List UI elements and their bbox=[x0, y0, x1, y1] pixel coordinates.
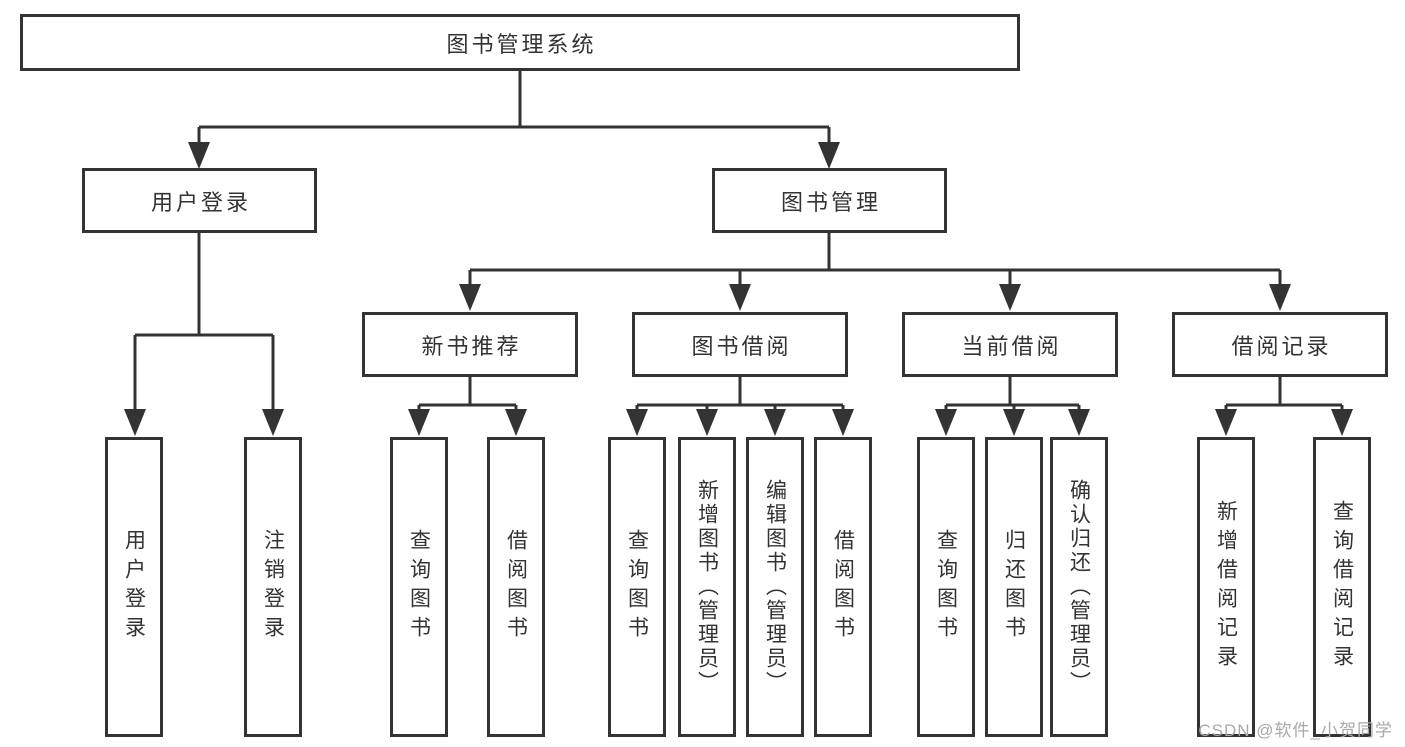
arrowheads bbox=[124, 142, 1353, 436]
node-user-login: 用户登录 bbox=[82, 168, 317, 233]
leaf-current-return-books: 归还图书 bbox=[985, 437, 1043, 737]
leaf-records-add-record: 新增借阅记录 bbox=[1197, 437, 1255, 737]
leaf-current-query-books-label: 查询图书 bbox=[934, 529, 958, 645]
node-book-borrowing: 图书借阅 bbox=[632, 312, 848, 377]
leaf-records-add-record-label: 新增借阅记录 bbox=[1214, 500, 1238, 674]
leaf-current-query-books: 查询图书 bbox=[917, 437, 975, 737]
node-current-borrowing: 当前借阅 bbox=[902, 312, 1118, 377]
leaf-records-query-record: 查询借阅记录 bbox=[1313, 437, 1371, 737]
leaf-current-confirm-return-admin-label: 确认归还（管理员） bbox=[1067, 479, 1091, 695]
leaf-newbook-borrow-books: 借阅图书 bbox=[487, 437, 545, 737]
node-library-system-label: 图书管理系统 bbox=[446, 31, 597, 57]
leaf-borrow-add-books-admin-label: 新增图书（管理员） bbox=[695, 479, 719, 695]
node-borrowing-records: 借阅记录 bbox=[1172, 312, 1388, 377]
node-user-login-label: 用户登录 bbox=[150, 189, 251, 215]
node-book-borrowing-label: 图书借阅 bbox=[691, 333, 792, 359]
leaf-borrow-query-books: 查询图书 bbox=[608, 437, 666, 737]
leaf-borrow-borrow-books: 借阅图书 bbox=[814, 437, 872, 737]
node-book-management-label: 图书管理 bbox=[780, 189, 881, 215]
leaf-borrow-edit-books-admin-label: 编辑图书（管理员） bbox=[763, 479, 787, 695]
leaf-current-return-books-label: 归还图书 bbox=[1002, 529, 1026, 645]
node-new-book-recommendation: 新书推荐 bbox=[362, 312, 578, 377]
node-new-book-recommendation-label: 新书推荐 bbox=[421, 333, 522, 359]
leaf-newbook-query-books: 查询图书 bbox=[390, 437, 448, 737]
leaf-logout-login: 注销登录 bbox=[244, 437, 302, 737]
node-library-system: 图书管理系统 bbox=[20, 14, 1020, 71]
leaf-borrow-edit-books-admin: 编辑图书（管理员） bbox=[746, 437, 804, 737]
leaf-user-login: 用户登录 bbox=[105, 437, 163, 737]
node-borrowing-records-label: 借阅记录 bbox=[1231, 333, 1332, 359]
leaf-borrow-query-books-label: 查询图书 bbox=[625, 529, 649, 645]
leaf-borrow-borrow-books-label: 借阅图书 bbox=[831, 529, 855, 645]
leaf-newbook-query-books-label: 查询图书 bbox=[407, 529, 431, 645]
node-book-management: 图书管理 bbox=[712, 168, 947, 233]
leaf-borrow-add-books-admin: 新增图书（管理员） bbox=[678, 437, 736, 737]
leaf-records-query-record-label: 查询借阅记录 bbox=[1330, 500, 1354, 674]
leaf-current-confirm-return-admin: 确认归还（管理员） bbox=[1050, 437, 1108, 737]
leaf-logout-login-label: 注销登录 bbox=[261, 529, 285, 645]
watermark: CSDN @软件_小贺同学 bbox=[1198, 721, 1393, 740]
node-current-borrowing-label: 当前借阅 bbox=[961, 333, 1062, 359]
leaf-user-login-label: 用户登录 bbox=[122, 529, 146, 645]
leaf-newbook-borrow-books-label: 借阅图书 bbox=[504, 529, 528, 645]
